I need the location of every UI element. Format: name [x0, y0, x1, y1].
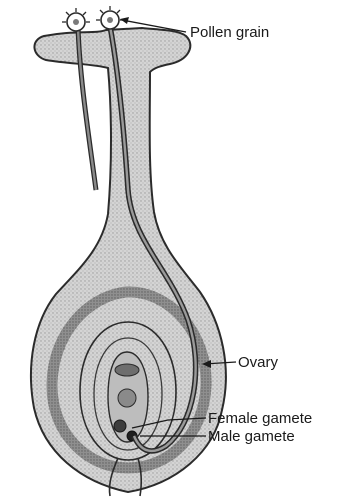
- polar-nuclei: [118, 389, 136, 407]
- label-pollen-grain: Pollen grain: [190, 24, 269, 41]
- antipodal-cells: [115, 364, 139, 376]
- label-ovary: Ovary: [238, 354, 279, 371]
- female-gamete-cell: [114, 420, 126, 432]
- pollen-grain-left: [62, 8, 90, 31]
- label-female-gamete: Female gamete: [208, 410, 312, 427]
- pollen-grain-right: [96, 6, 124, 29]
- label-male-gamete: Male gamete: [208, 428, 295, 445]
